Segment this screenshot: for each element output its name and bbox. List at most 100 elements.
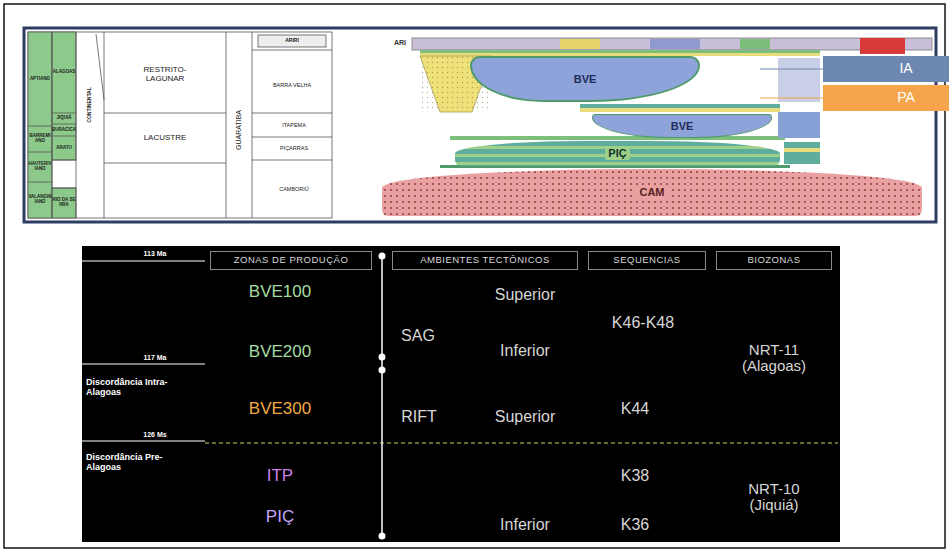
label-box: NRT-11 (Alagoas) [729,336,819,380]
unconformity-label: Discordância Intra-Alagoas [86,378,196,398]
age-marker: 126 Ms [143,431,166,439]
environment-label: LACUSTRE [144,134,187,143]
label-box: Superior [478,284,572,306]
label-box: ARATU [52,136,76,160]
node-label: BVE [571,73,600,85]
stage-label: ARATU [56,146,71,151]
biozone-label: NRT-11 (Alagoas) [729,342,819,375]
illustration-shape [28,126,52,127]
column-header: AMBIENTES TECTÔNICOS [392,251,578,270]
label-box: HAUTERIVIANO [28,152,52,182]
label-box: JIQUIÁ [52,113,76,124]
node-label: IA [896,61,915,76]
illustration-shape [560,39,600,49]
sequence-label: K38 [621,467,649,485]
illustration-shape [860,38,905,54]
illustration-shape [258,35,326,47]
illustration-shape [52,113,76,114]
label-box: ALAGOAS [52,32,76,113]
production-zone: PIÇ [266,508,294,527]
label-box: PIÇARRAS [256,137,332,160]
illustration-shape [450,136,785,140]
column-header: ZONAS DE PRODUÇÃO [210,251,372,270]
formation-label: ARIRI [285,38,299,44]
illustration-shape [760,68,823,69]
reservoir-body: PIÇ [455,141,780,166]
label-box: Superior [478,406,572,428]
label-box: BVE200 [225,340,335,364]
sequence-label: K36 [621,516,649,534]
label-box: ARI [388,37,412,49]
illustration-shape [580,108,780,112]
illustration-shape [96,34,104,100]
sequence-label: K44 [621,400,649,418]
node-label: PA [894,90,918,105]
illustration-shape [420,50,820,53]
age-marker: 117 Ma [144,354,167,362]
label-box: Discordância Intra-Alagoas [86,375,196,401]
environment-label: CONTINENTAL [87,87,93,122]
label-box: ITP [250,464,310,488]
label-box: APTIANO [28,32,52,126]
production-zone: BVE100 [249,283,311,302]
illustration-shape [412,38,932,50]
label-box: NRT-10 (Jiquiá) [729,475,819,519]
illustration-shape [82,441,205,442]
label-box: BARRA VELHA [272,60,312,110]
illustration-shape [52,160,76,161]
chart-panel [24,28,936,222]
formation-label: CAMBORIÚ [279,186,309,192]
illustration-shape [760,97,823,98]
image-frame [4,4,945,548]
illustration-shape [82,246,840,542]
illustration-shape [252,50,332,51]
stage-label: ALAGOAS [53,70,76,75]
section-tab: PA [823,85,949,111]
column-header: SEQUENCIAS [588,251,706,270]
illustration-shape [205,442,838,443]
node-label: AMBIENTES TECTÔNICOS [417,255,553,265]
age-marker: 113 Ma [144,250,167,258]
label-box: BVE300 [225,397,335,421]
sequence-label: K46-K48 [612,314,674,332]
illustration-shape [28,152,52,153]
formation-label: ITAPEMA [282,122,306,128]
group-label: GUARATIBA [235,110,243,150]
label-box: 117 Ma [128,352,182,363]
label-box: Inferior [478,514,572,536]
age-label: APTIANO [30,77,50,82]
production-zone: BVE200 [249,343,311,362]
stratigraphic-table [28,32,332,218]
illustration-shape [52,32,53,218]
node-label: ZONAS DE PRODUÇÃO [231,255,352,265]
age-label: VALANGINIANO [28,195,52,205]
label-box: K46-K48 [588,312,698,334]
label-box: ITAPEMA [256,113,332,137]
illustration-shape [740,39,770,49]
stage-label: JIQUIÁ [56,116,71,121]
label-box: ARIRI [258,35,326,47]
tectonic-stage: Superior [495,408,555,426]
production-zone: ITP [267,467,293,486]
illustration-shape [379,253,386,260]
illustration-shape [379,533,386,540]
label-box: BARREMIANO [28,126,52,152]
illustration-shape [52,136,76,137]
node-label: CAM [636,186,667,198]
node-label: BVE [668,120,697,132]
illustration-shape [52,188,76,218]
illustration-shape [379,354,386,361]
illustration-shape [226,32,227,218]
illustration-shape [28,182,52,183]
illustration-shape [252,113,332,114]
illustration-shape [580,104,780,108]
illustration-shape [28,32,52,218]
illustration-shape [252,160,332,161]
biozone-label: NRT-10 (Jiquiá) [729,481,819,514]
label-box: GUARATIBA [233,95,245,165]
label-box: LACUSTRE [104,120,226,156]
label-box: SAG [396,325,440,347]
tectonic-setting: RIFT [401,408,437,426]
